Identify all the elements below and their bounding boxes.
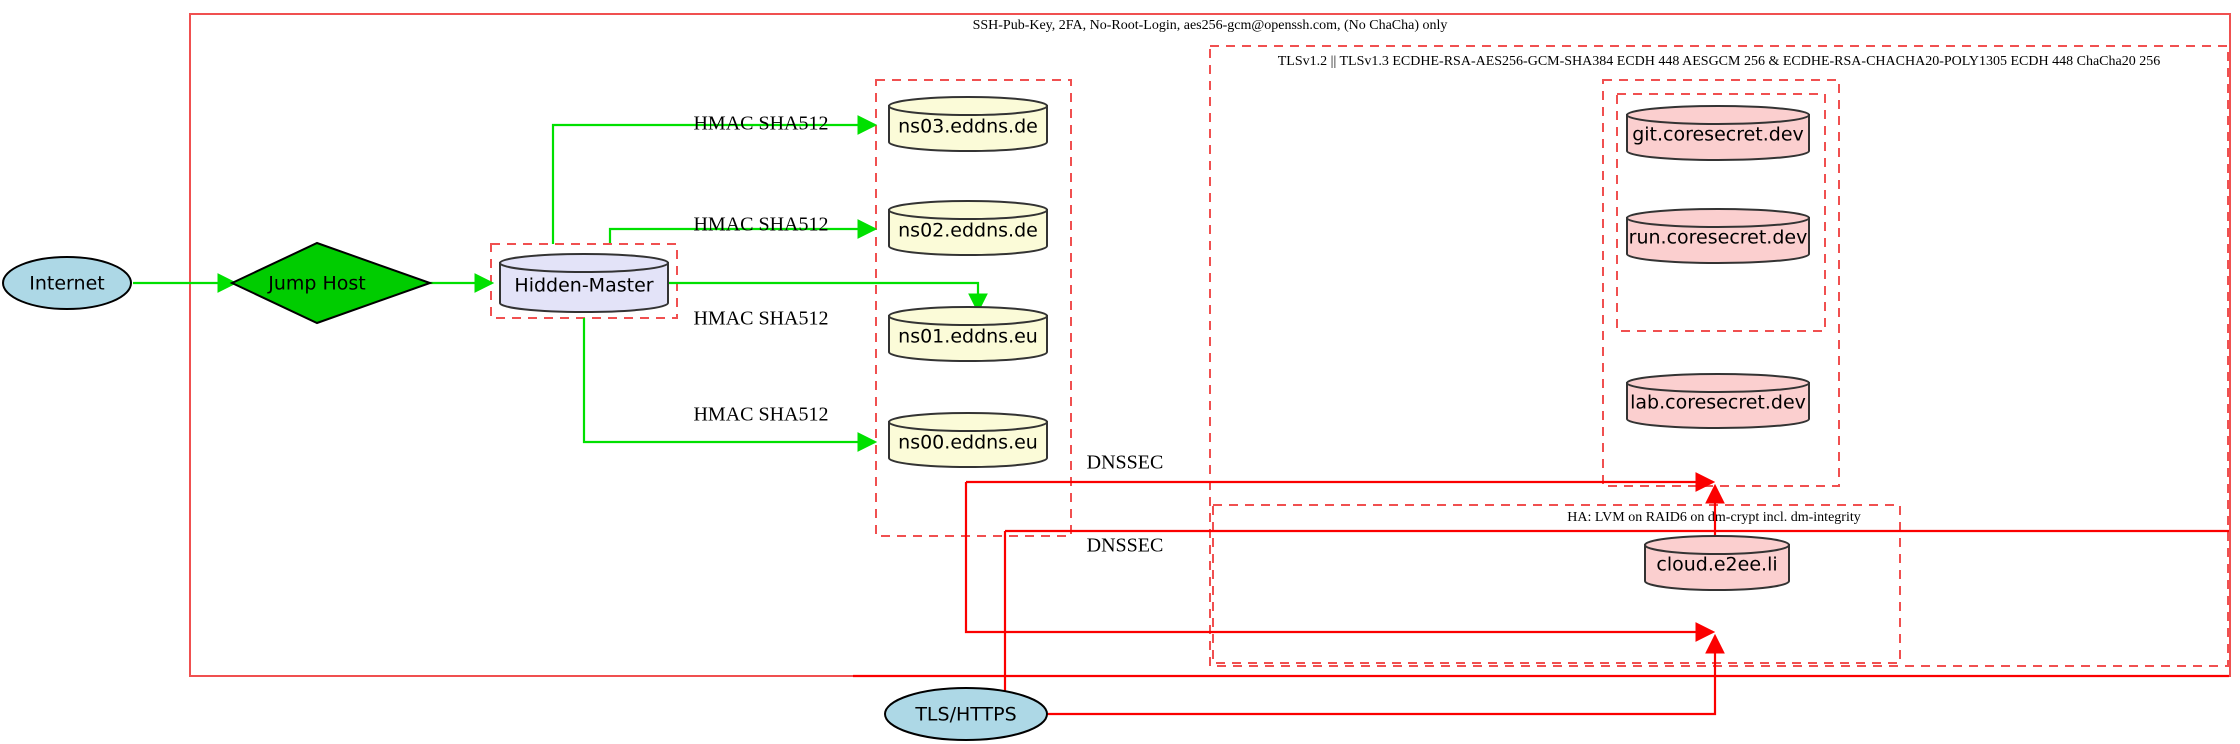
tls-https-ellipse xyxy=(884,687,1048,741)
cluster-ha-box xyxy=(1212,504,1901,664)
hidden-master-label: Hidden-Master xyxy=(514,275,653,297)
cloud-cylinder-body xyxy=(1644,544,1790,591)
edge-hidden-master-to-ns02 xyxy=(608,219,878,243)
cloud-label: cloud.e2ee.li xyxy=(1656,554,1777,576)
edge-label-dnssec-lower: DNSSEC xyxy=(1087,535,1164,557)
cluster-dns-box xyxy=(875,79,1072,537)
ns00-label: ns00.eddns.eu xyxy=(898,432,1038,454)
git-cylinder-top xyxy=(1626,105,1810,125)
jump-host-diamond xyxy=(229,241,433,325)
tls-https-label: TLS/HTTPS xyxy=(914,704,1016,726)
edge-label-hmac-ns00: HMAC SHA512 xyxy=(693,404,828,426)
ns00-cylinder-top xyxy=(888,412,1048,432)
lab-label: lab.coresecret.dev xyxy=(1630,392,1806,414)
node-internet[interactable]: Internet xyxy=(2,256,132,310)
node-git-coresecret[interactable]: git.coresecret.dev xyxy=(1626,105,1810,161)
node-ns01[interactable]: ns01.eddns.eu xyxy=(888,306,1048,362)
internet-label: Internet xyxy=(29,273,104,295)
edge-label-hmac-ns01: HMAC SHA512 xyxy=(693,308,828,330)
node-tls-https[interactable]: TLS/HTTPS xyxy=(884,687,1048,741)
node-ns00[interactable]: ns00.eddns.eu xyxy=(888,412,1048,468)
ns00-cylinder-body xyxy=(888,421,1048,468)
edge-hidden-master-to-ns01 xyxy=(610,281,988,314)
ns01-cylinder-body xyxy=(888,315,1048,362)
ns03-label: ns03.eddns.de xyxy=(898,116,1038,138)
run-label: run.coresecret.dev xyxy=(1629,227,1808,249)
cluster-coresecret-inner-box xyxy=(1616,93,1826,332)
ns02-label: ns02.eddns.de xyxy=(898,220,1038,242)
edge-tls-https-to-services xyxy=(1047,690,1717,716)
run-cylinder-body xyxy=(1626,217,1810,264)
edge-label-hmac-ns03: HMAC SHA512 xyxy=(693,113,828,135)
node-ns02[interactable]: ns02.eddns.de xyxy=(888,200,1048,256)
edge-dnssec-lower xyxy=(964,482,1716,642)
edge-hidden-master-to-ns00 xyxy=(582,318,878,452)
ns03-cylinder-body xyxy=(888,105,1048,152)
git-label: git.coresecret.dev xyxy=(1632,124,1804,146)
ns03-cylinder-top xyxy=(888,96,1048,116)
node-hidden-master[interactable]: Hidden-Master xyxy=(499,253,669,313)
edge-hidden-master-to-ns03 xyxy=(551,115,878,244)
hidden-master-cylinder-top xyxy=(499,253,669,273)
edge-label-dnssec-upper: DNSSEC xyxy=(1087,452,1164,474)
edge-label-hmac-ns02: HMAC SHA512 xyxy=(693,214,828,236)
hidden-master-cylinder-body xyxy=(499,262,669,313)
cloud-cylinder-top xyxy=(1644,535,1790,555)
node-lab-coresecret[interactable]: lab.coresecret.dev xyxy=(1626,373,1810,429)
ns01-cylinder-top xyxy=(888,306,1048,326)
node-run-coresecret[interactable]: run.coresecret.dev xyxy=(1626,208,1810,264)
ns01-label: ns01.eddns.eu xyxy=(898,326,1038,348)
node-cloud-e2ee[interactable]: cloud.e2ee.li xyxy=(1644,535,1790,591)
cluster-tls-label: TLSv1.2 || TLSv1.3 ECDHE-RSA-AES256-GCM-… xyxy=(1278,54,2160,69)
ns02-cylinder-top xyxy=(888,200,1048,220)
node-jump-host[interactable]: Jump Host xyxy=(229,241,433,325)
git-cylinder-body xyxy=(1626,114,1810,161)
lab-cylinder-top xyxy=(1626,373,1810,393)
cluster-ssh-label: SSH-Pub-Key, 2FA, No-Root-Login, aes256-… xyxy=(973,18,1448,33)
cluster-tls-box xyxy=(1209,45,2229,667)
run-cylinder-top xyxy=(1626,208,1810,228)
internet-ellipse xyxy=(2,256,132,310)
jump-host-label: Jump Host xyxy=(267,273,366,295)
ns02-cylinder-body xyxy=(888,209,1048,256)
node-ns03[interactable]: ns03.eddns.de xyxy=(888,96,1048,152)
lab-cylinder-body xyxy=(1626,382,1810,429)
